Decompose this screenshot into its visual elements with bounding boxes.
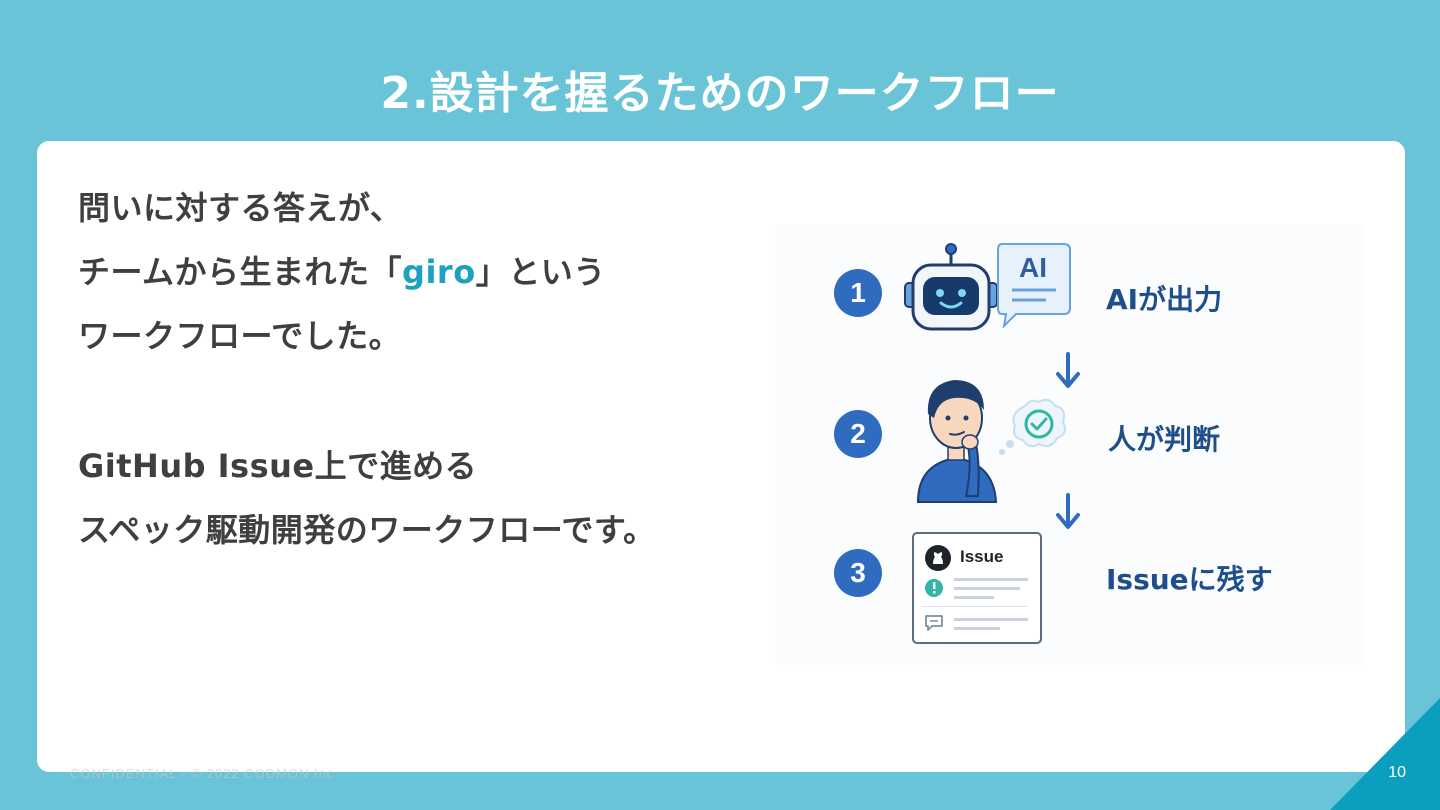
- github-issue-card-icon: Issue: [912, 532, 1042, 644]
- placeholder-line: [954, 587, 1020, 590]
- comment-icon: [925, 615, 943, 631]
- giro-highlight: giro: [402, 253, 476, 291]
- placeholder-line: [954, 578, 1028, 581]
- body-line-5: スペック駆動開発のワークフローです。: [78, 511, 656, 549]
- corner-decoration: [1330, 698, 1440, 810]
- body-line-1: 問いに対する答えが、: [78, 189, 403, 227]
- arrow-down-icon: [1056, 352, 1080, 388]
- step-1-number: 1: [834, 269, 882, 317]
- placeholder-line: [954, 618, 1028, 621]
- github-logo-icon: [925, 545, 951, 571]
- robot-icon: [904, 243, 998, 331]
- step-3-number: 3: [834, 549, 882, 597]
- placeholder-line: [954, 627, 1000, 630]
- issue-card-title: Issue: [960, 547, 1004, 566]
- step-2-number: 2: [834, 410, 882, 458]
- body-line-2-before: チームから生まれた「: [78, 253, 403, 291]
- step-1-label: AIが出力: [1106, 283, 1223, 316]
- alert-icon: [925, 579, 943, 597]
- page-number: 10: [1388, 764, 1406, 781]
- step-3-label: Issueに残す: [1106, 563, 1273, 596]
- step-2-label: 人が判断: [1108, 423, 1221, 456]
- body-line-2: チームから生まれた「giro」という: [78, 240, 656, 304]
- body-line-4: GitHub Issue上で進める: [78, 447, 478, 485]
- body-line-3: ワークフローでした。: [78, 317, 402, 355]
- arrow-down-icon: [1056, 493, 1080, 529]
- thinking-person-icon: [916, 380, 998, 503]
- confidential-footer: CONFIDENTIAL - © 2022 CODMON Inc.: [70, 766, 339, 781]
- slide-title: 2.設計を握るためのワークフロー: [380, 68, 1060, 119]
- paragraph-gap: [78, 368, 656, 434]
- ai-speech-bubble-icon: [997, 243, 1071, 328]
- check-thought-bubble-icon: [999, 398, 1066, 455]
- ai-bubble-text: AI: [1019, 252, 1047, 283]
- placeholder-line: [954, 596, 994, 599]
- body-text: 問いに対する答えが、 チームから生まれた「giro」という ワークフローでした。…: [78, 176, 656, 562]
- divider: [922, 606, 1028, 607]
- body-line-2-after: 」という: [475, 253, 606, 291]
